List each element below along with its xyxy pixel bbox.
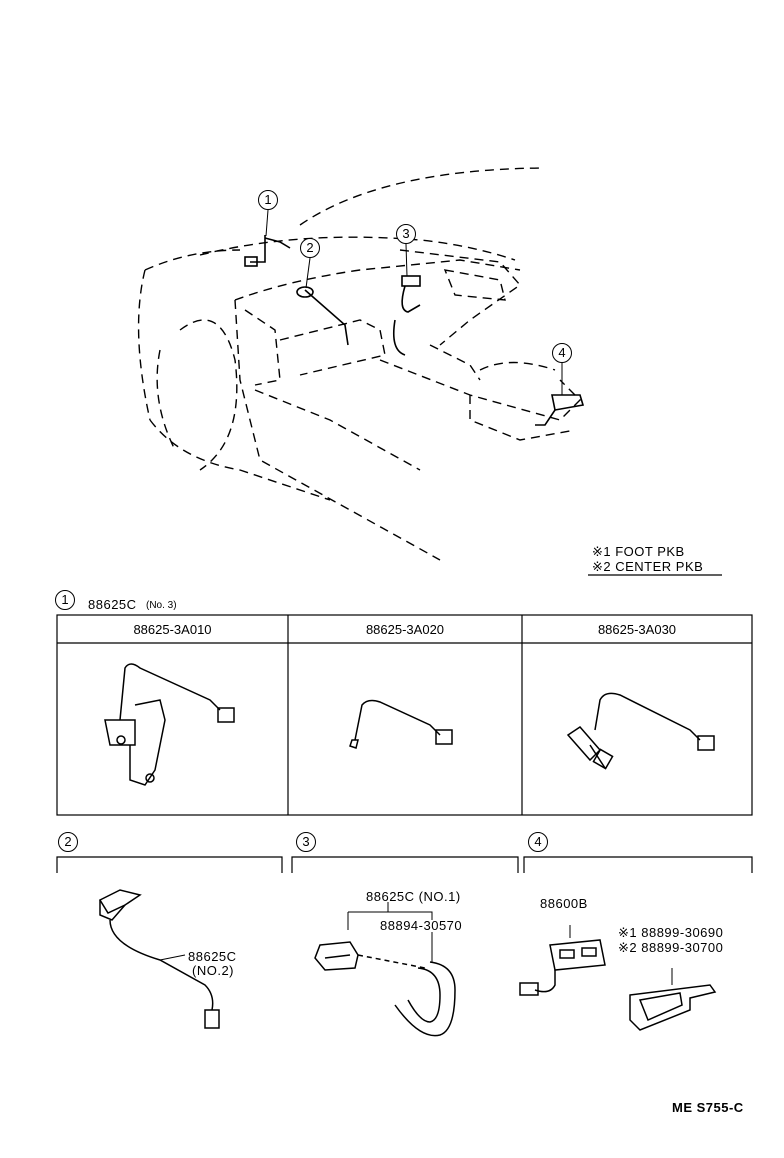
legend-foot-pkb: ※1 FOOT PKB (592, 544, 685, 559)
section3-parts (314, 902, 456, 1037)
section4-part-c: ※2 88899-30700 (618, 940, 724, 955)
section1-note: (No. 3) (146, 600, 177, 611)
section3-part-a: 88625C (NO.1) (366, 889, 461, 904)
callout-1: 1 (258, 190, 278, 210)
section1-table (56, 614, 753, 816)
section1-switch-a (104, 663, 235, 786)
section3-number: 3 (296, 832, 316, 852)
callout-3: 3 (396, 224, 416, 244)
vehicle-outline (137, 167, 581, 561)
section4-number: 4 (528, 832, 548, 852)
footer-code: ME S755-C (672, 1100, 744, 1115)
section1-col-1: 88625-3A010 (133, 622, 212, 637)
overview-components (244, 235, 585, 426)
section1-col-3: 88625-3A030 (597, 622, 677, 637)
section-brackets (56, 856, 753, 873)
section2-part: 88625C (188, 949, 237, 964)
section1-part: 88625C (88, 597, 137, 612)
section1-switch-b (349, 699, 453, 749)
section2-number: 2 (58, 832, 78, 852)
section2-note: (NO.2) (192, 963, 234, 978)
section4-part-b: ※1 88899-30690 (618, 925, 724, 940)
callout-leaders (265, 209, 563, 395)
section2-switch (98, 889, 220, 1029)
section4-parts (519, 925, 717, 1031)
section1-switch-c (566, 692, 715, 770)
callout-4: 4 (552, 343, 572, 363)
callout-2: 2 (300, 238, 320, 258)
section4-part-a: 88600B (540, 896, 588, 911)
section3-part-b: 88894-30570 (380, 918, 463, 933)
section1-number: 1 (55, 590, 75, 610)
section1-col-2: 88625-3A020 (365, 622, 445, 637)
legend-center-pkb: ※2 CENTER PKB (592, 559, 704, 574)
